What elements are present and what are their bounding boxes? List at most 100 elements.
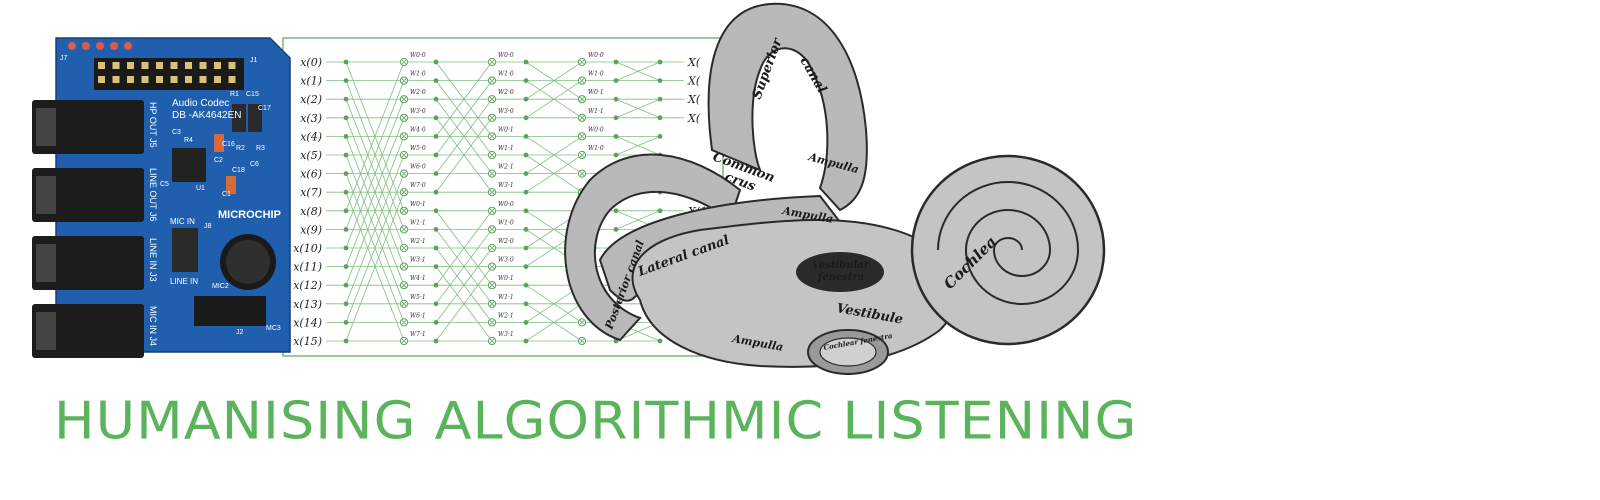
fft-twiddle-label: W2·0 (410, 89, 426, 96)
fft-output-label: X( (687, 56, 701, 69)
fft-node (523, 171, 529, 177)
fft-node (613, 227, 619, 232)
fft-node (433, 338, 439, 344)
component-label: U1 (196, 185, 205, 192)
component-label: R1 (230, 91, 239, 98)
fft-twiddle-label: W2·1 (498, 312, 514, 319)
header-pin (185, 62, 192, 69)
fft-node (433, 245, 439, 251)
fft-twiddle-label: W1·0 (410, 71, 426, 78)
fft-twiddle-label: W2·0 (498, 238, 514, 245)
fft-node (657, 96, 663, 102)
pin-header-j2 (194, 296, 266, 326)
component-label: C5 (160, 181, 169, 188)
fft-node (613, 78, 619, 83)
fft-node (343, 189, 349, 195)
header-pin (141, 76, 149, 83)
fft-node (343, 171, 349, 177)
fft-twiddle-label: W1·0 (498, 219, 514, 226)
page-title: HUMANISING ALGORITHMIC LISTENING (54, 390, 1138, 451)
header-pin (228, 76, 236, 83)
fft-node (343, 245, 349, 251)
port-label-lineout: LINE OUT J6 (148, 168, 158, 221)
component-label: MC3 (266, 325, 281, 332)
fft-node (523, 189, 529, 195)
header-pin (156, 76, 163, 83)
header-pin (127, 76, 134, 83)
fft-input-label: x(14) (293, 316, 322, 329)
fft-node (343, 96, 349, 102)
component-label: C16 (222, 141, 235, 148)
component-label: MIC2 (212, 283, 229, 290)
fft-node (613, 59, 619, 65)
fft-twiddle-label: W1·1 (588, 108, 604, 115)
component-label: C15 (246, 91, 259, 98)
fft-node (433, 301, 439, 307)
fft-node (657, 78, 663, 83)
fft-node (433, 171, 439, 177)
fft-node (613, 208, 619, 214)
component-label: R2 (236, 145, 245, 152)
fft-twiddle-label: W3·0 (498, 257, 514, 264)
fft-node (523, 282, 529, 288)
fft-node (433, 320, 439, 325)
fft-twiddle-label: W0·1 (498, 126, 514, 133)
fft-node (613, 152, 619, 158)
fft-twiddle-label: W0·0 (498, 52, 514, 59)
fft-node (343, 338, 349, 344)
fft-twiddle-label: W5·1 (410, 294, 426, 301)
fft-node (433, 208, 439, 214)
fft-output-label: X( (687, 112, 701, 125)
fft-input-label: x(8) (300, 205, 322, 218)
fft-node (523, 208, 529, 214)
fft-input-label: x(10) (293, 242, 322, 255)
fft-node (523, 96, 529, 102)
fft-twiddle-label: W2·0 (498, 89, 514, 96)
fft-node (657, 338, 663, 344)
fft-input-label: x(1) (300, 75, 322, 88)
fft-input-label: x(15) (293, 335, 322, 348)
vestibular-fenestra (796, 252, 884, 292)
fft-twiddle-label: W0·1 (410, 201, 426, 208)
header-pin (141, 62, 149, 69)
fft-twiddle-labels: W0·0W1·0W2·0W3·0W4·0W5·0W6·0W7·0W0·1W1·1… (410, 52, 604, 338)
fft-twiddle-label: W1·0 (588, 71, 604, 78)
fft-node (343, 152, 349, 158)
fft-twiddle-label: W1·0 (588, 145, 604, 152)
fft-twiddle-label: W0·0 (410, 52, 426, 59)
header-pin (199, 62, 207, 69)
header-pin (170, 76, 178, 83)
fft-input-label: x(5) (300, 149, 322, 162)
component-label: C2 (214, 157, 223, 164)
component-label: C1 (222, 191, 231, 198)
fft-node (523, 338, 529, 344)
fft-input-label: x(0) (300, 56, 322, 69)
fft-node (613, 134, 619, 139)
fft-twiddle-label: W4·0 (410, 126, 426, 133)
fft-node (523, 245, 529, 251)
fft-twiddle-label: W3·0 (410, 108, 426, 115)
fft-node (433, 96, 439, 102)
fft-twiddle-label: W5·0 (410, 145, 426, 152)
header-pin (112, 62, 120, 69)
audio-jacks (32, 100, 144, 358)
fft-node (433, 134, 439, 139)
fft-node (343, 320, 349, 325)
fft-input-labels: x(0)x(1)x(2)x(3)x(4)x(5)x(6)x(7)x(8)x(9)… (293, 56, 322, 348)
fft-output-label: X( (687, 75, 701, 88)
component-label: J8 (204, 223, 212, 230)
header-pin (156, 62, 163, 69)
fft-twiddle-label: W1·1 (498, 145, 514, 152)
board-part: DB -AK4642EN (172, 110, 241, 121)
header-pin (98, 76, 105, 83)
fft-node (523, 78, 529, 83)
fft-input-label: x(11) (293, 261, 322, 274)
fft-input-label: x(6) (300, 168, 322, 181)
component-label: J1 (250, 57, 258, 64)
header-pin (185, 76, 192, 83)
jumper-label-mic: MIC IN (170, 217, 195, 226)
fft-node (433, 227, 439, 232)
fft-twiddle-label: W1·1 (410, 219, 426, 226)
